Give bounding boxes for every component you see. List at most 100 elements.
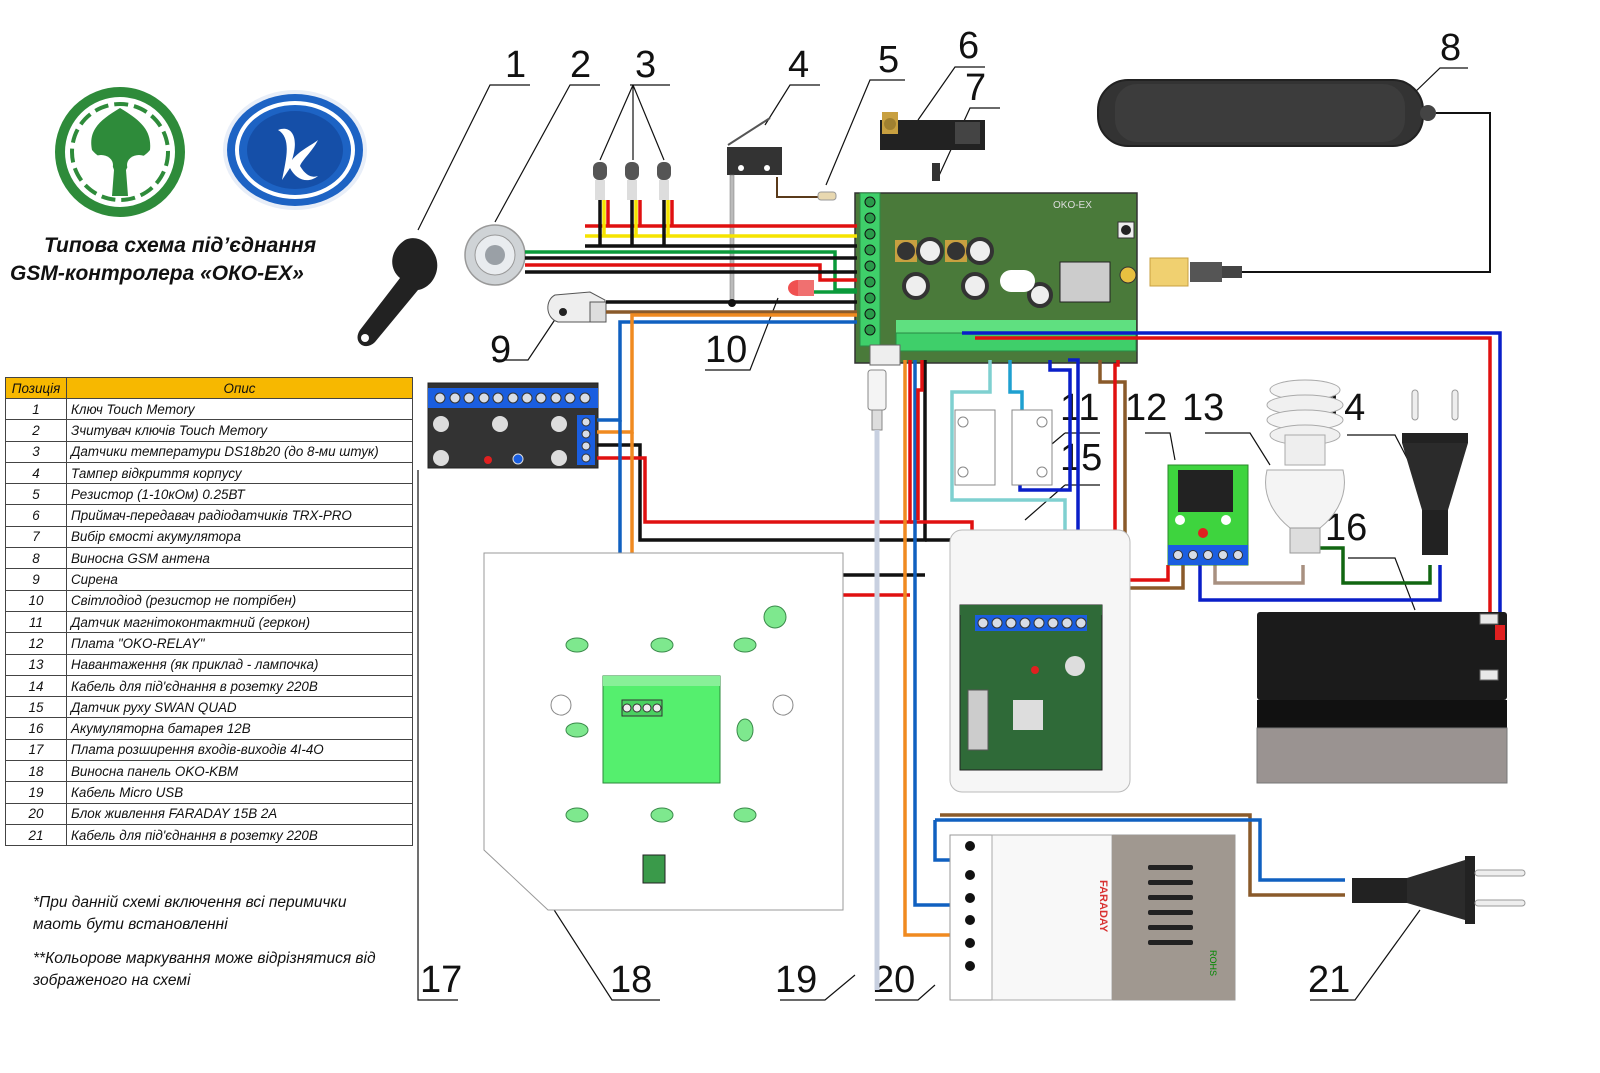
diagram-title: Типова схема під’єднання GSM-контролера … — [10, 232, 370, 288]
legend-desc: Виносна GSM антена — [66, 547, 413, 570]
legend-pos: 13 — [5, 653, 67, 676]
legend-desc: Сирена — [66, 568, 413, 591]
callout-10: 10 — [705, 329, 747, 371]
callout-15: 15 — [1060, 437, 1102, 479]
temp-sensor — [657, 162, 671, 200]
legend-desc: Датчик руху SWAN QUAD — [66, 696, 413, 719]
legend-pos: 7 — [5, 525, 67, 549]
gsm-antenna — [1097, 79, 1491, 287]
legend-desc: Блок живлення FARADAY 15В 2А — [66, 802, 413, 825]
trx-pro-module — [880, 112, 985, 150]
callout-2: 2 — [570, 44, 591, 86]
legend-desc: Плата "OKO-RELAY" — [66, 632, 413, 655]
legend-desc: Світлодіод (резистор не потрібен) — [66, 589, 413, 612]
micro-usb-cable — [867, 369, 887, 990]
legend-desc: Виносна панель OKO-KBM — [66, 760, 413, 783]
touch-memory-key — [357, 238, 438, 347]
temp-sensor — [625, 162, 639, 200]
legend-pos: 5 — [5, 483, 67, 506]
title-line-2: GSM-контролера «ОКО-ЕХ» — [10, 262, 304, 285]
legend-pos: 15 — [5, 696, 67, 719]
callout-3: 3 — [635, 44, 656, 86]
callout-5: 5 — [878, 39, 899, 81]
legend-desc: Вибір ємості акумулятора — [66, 525, 413, 549]
legend-desc: Резистор (1-10кОм) 0.25ВТ — [66, 483, 413, 506]
legend-desc: Акумуляторна батарея 12В — [66, 717, 413, 740]
battery-12v — [1256, 612, 1508, 784]
temp-sensor — [593, 162, 607, 200]
legend-desc: Навантаження (як приклад - лампочка) — [66, 653, 413, 676]
oko-relay-board — [1167, 464, 1249, 566]
legend-pos: 10 — [5, 589, 67, 612]
resistor — [776, 177, 837, 201]
legend-desc: Ключ Touch Memory — [66, 397, 413, 421]
k-logo — [223, 90, 367, 210]
callout-8: 8 — [1440, 27, 1461, 69]
legend-pos: 20 — [5, 802, 67, 825]
callout-9: 9 — [490, 329, 511, 371]
legend-header-row: Позиція Опис — [5, 377, 413, 399]
callout-6: 6 — [958, 25, 979, 67]
tree-logo — [55, 87, 185, 217]
temperature-sensors — [593, 162, 671, 200]
board-name: OKO-EX — [1053, 200, 1092, 211]
footnote-jumpers: *При данній схемі включення всі перимичк… — [33, 894, 347, 933]
legend-pos: 3 — [5, 440, 67, 463]
title-line-1: Типова схема під’єднання — [44, 234, 317, 257]
legend-header-position: Позиція — [5, 377, 67, 399]
callout-7: 7 — [965, 67, 986, 109]
legend-desc: Плата розширення входів-виходів 4I-4O — [66, 738, 413, 762]
legend-pos: 8 — [5, 547, 67, 570]
legend-pos: 16 — [5, 717, 67, 740]
oko-kbm-panel — [483, 552, 844, 911]
power-plug-psu — [1352, 856, 1526, 924]
legend-desc: Кабель Micro USB — [66, 781, 413, 804]
legend-desc: Датчик магнітоконтактний (геркон) — [66, 610, 413, 634]
reed-switch — [954, 409, 1053, 486]
callout-19: 19 — [775, 959, 817, 1001]
legend-desc: Кабель для під'єднання в розетку 220В — [66, 674, 413, 698]
faraday-psu: FARADAY ROHS — [949, 834, 1236, 1001]
footnotes: *При данній схемі включення всі перимичк… — [33, 892, 378, 1004]
legend-pos: 1 — [5, 397, 67, 421]
psu-brand: FARADAY — [1097, 880, 1109, 933]
legend-pos: 6 — [5, 504, 67, 527]
legend-desc: Тампер відкриття корпусу — [66, 461, 413, 485]
psu-rohs: ROHS — [1208, 950, 1218, 976]
legend-desc: Кабель для під'єднання в розетку 220В — [66, 823, 413, 847]
legend-pos: 14 — [5, 674, 67, 698]
led — [788, 280, 814, 296]
legend-desc: Приймач-передавач радіодатчиків TRX-PRO — [66, 504, 413, 527]
legend-pos: 4 — [5, 461, 67, 485]
cfl-lamp — [1265, 379, 1345, 554]
legend-pos: 17 — [5, 738, 67, 762]
callout-numbers: 1 2 3 4 5 6 7 8 9 10 11 12 13 14 15 16 1… — [420, 25, 1461, 1001]
callout-13: 13 — [1182, 387, 1224, 429]
power-plug-relay — [1402, 389, 1468, 555]
legend-pos: 18 — [5, 760, 67, 783]
expansion-board-4i4o — [427, 382, 599, 469]
legend-header-description: Опис — [66, 377, 413, 399]
legend-pos: 11 — [5, 610, 67, 634]
callout-18: 18 — [610, 959, 652, 1001]
side-terminal-screws — [864, 196, 876, 336]
